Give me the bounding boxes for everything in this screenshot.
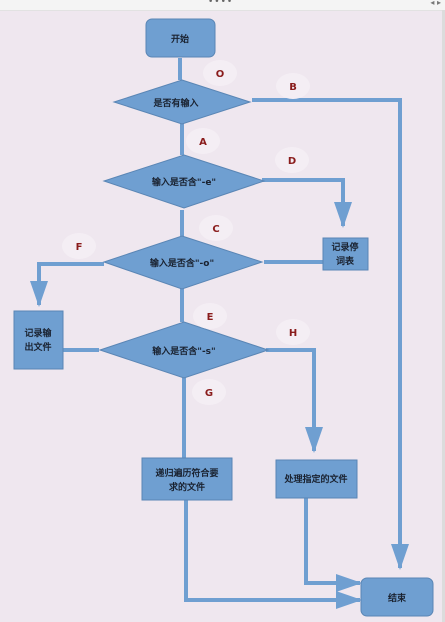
badge-h-label: H xyxy=(289,328,297,339)
start-node xyxy=(145,18,216,58)
record-out-label-line1: 记录输 xyxy=(24,327,52,339)
connectors xyxy=(30,58,409,609)
badge-c-label: C xyxy=(212,224,219,235)
edge-e-recordstop xyxy=(262,178,352,228)
record-stop-node xyxy=(322,237,369,271)
record-stop-label-line2: 词表 xyxy=(336,255,355,267)
badge-o xyxy=(203,60,237,86)
process-label: 处理指定的文件 xyxy=(283,473,347,485)
badge-g xyxy=(192,379,226,405)
record-out-label-line2: 出文件 xyxy=(24,341,51,353)
badge-e xyxy=(193,303,227,329)
recursive-label-line2: 求的文件 xyxy=(169,481,205,493)
badge-a xyxy=(186,128,220,154)
badge-d-label: D xyxy=(288,156,296,167)
badges xyxy=(62,60,310,405)
cond-e-label: 输入是否含"-e" xyxy=(152,176,216,188)
recursive-node xyxy=(141,457,233,501)
record-out-node xyxy=(13,310,64,370)
end-node xyxy=(360,577,434,617)
input-check-label: 是否有输入 xyxy=(152,97,198,109)
badge-a-label: A xyxy=(199,137,207,148)
badge-e-label: E xyxy=(207,312,214,323)
badge-c xyxy=(199,215,233,241)
badge-b xyxy=(276,73,310,99)
recursive-label-line1: 递归遍历符合要 xyxy=(155,467,218,479)
badge-g-label: G xyxy=(205,388,213,399)
cond-s-decision xyxy=(98,321,270,379)
edge-process-end xyxy=(304,498,362,592)
badge-f-label: F xyxy=(76,242,83,253)
end-label: 结束 xyxy=(388,592,407,604)
badge-d xyxy=(275,147,309,173)
badge-o-label: O xyxy=(216,69,225,80)
badge-h xyxy=(276,319,310,345)
edge-s-process xyxy=(266,348,323,453)
process-node xyxy=(275,459,358,499)
start-label: 开始 xyxy=(171,33,189,45)
badge-f xyxy=(62,233,96,259)
scroll-arrows-icon[interactable]: ◂ ▸ xyxy=(430,0,441,7)
right-scrollbar[interactable] xyxy=(442,10,445,622)
drag-handle-icon[interactable]: •••• xyxy=(208,0,234,7)
input-check-decision xyxy=(112,79,252,125)
record-stop-label-line1: 记录停 xyxy=(331,241,358,253)
edge-o-recordout xyxy=(30,262,104,307)
cond-e-decision xyxy=(102,154,266,209)
edge-recursive-end xyxy=(184,500,362,609)
cond-s-label: 输入是否含"-s" xyxy=(152,345,215,357)
badge-b-label: B xyxy=(289,82,297,93)
cond-o-decision xyxy=(102,235,264,290)
window-top-bar: •••• ◂ ▸ xyxy=(0,0,445,11)
cond-o-label: 输入是否含"-o" xyxy=(150,257,214,269)
edge-input-end xyxy=(252,98,409,570)
